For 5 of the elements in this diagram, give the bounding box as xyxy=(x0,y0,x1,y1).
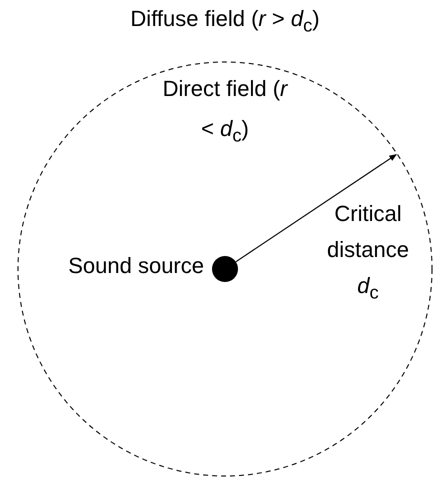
source-label: Sound source xyxy=(67,252,204,280)
region-label: Diffuse field (r > d$_{c}$) xyxy=(129,5,321,38)
edge-label: Critical distance d$_{c}$ xyxy=(326,200,410,304)
field-label: Direct field (r < d$_{c}$) xyxy=(162,75,289,148)
arrow xyxy=(236,154,397,262)
